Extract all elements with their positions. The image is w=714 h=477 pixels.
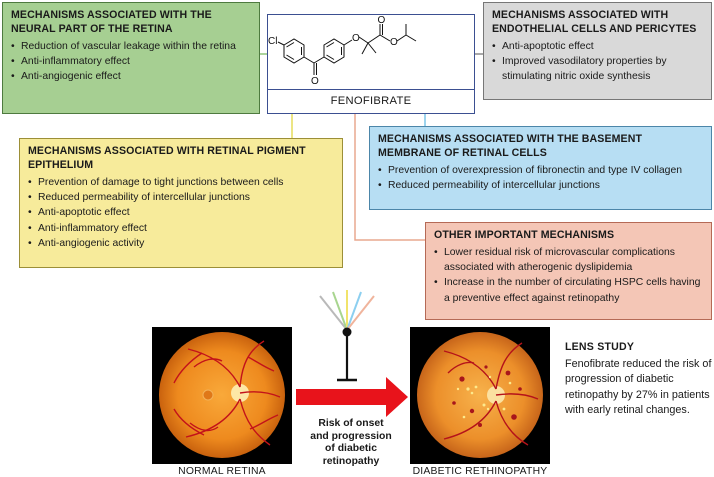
atom-o-ester-double: O: [378, 15, 386, 26]
inhibitor-node: [342, 327, 352, 337]
bullet-list: Anti-apoptotic effect Improved vasodilat…: [492, 39, 703, 85]
box-heading: MECHANISMS ASSOCIATED WITH THE BASEMENT …: [378, 133, 643, 159]
atom-cl: Cl: [268, 36, 277, 47]
bullet-list: Prevention of overexpression of fibronec…: [378, 163, 703, 194]
list-item: Anti-angiogenic activity: [28, 236, 334, 251]
risk-label: Risk of onset and progression of diabeti…: [310, 418, 392, 467]
list-item: Lower residual risk of microvascular com…: [434, 245, 703, 275]
box-basement-membrane: MECHANISMS ASSOCIATED WITH THE BASEMENT …: [369, 126, 712, 210]
diabetic-retina-image: [410, 327, 550, 464]
list-item: Anti-angiogenic effect: [11, 69, 251, 84]
diabetic-retina-caption: DIABETIC RETHINOPATHY: [412, 466, 548, 477]
list-item: Increase in the number of circulating HS…: [434, 275, 703, 305]
fenofibrate-label: FENOFIBRATE: [268, 89, 474, 113]
list-item: Improved vasodilatory properties by stim…: [492, 54, 703, 84]
list-item: Anti-apoptotic effect: [28, 205, 334, 220]
list-item: Prevention of damage to tight junctions …: [28, 175, 334, 190]
box-heading: MECHANISMS ASSOCIATED WITH THE NEURAL PA…: [11, 9, 212, 35]
list-item: Anti-inflammatory effect: [11, 54, 251, 69]
normal-retina-caption: NORMAL RETINA: [178, 466, 266, 477]
box-neural-retina: MECHANISMS ASSOCIATED WITH THE NEURAL PA…: [2, 2, 260, 114]
box-other-mechanisms: OTHER IMPORTANT MECHANISMS Lower residua…: [425, 222, 712, 320]
list-item: Reduction of vascular leakage within the…: [11, 39, 251, 54]
list-item: Anti-inflammatory effect: [28, 221, 334, 236]
lens-study-text: Fenofibrate reduced the risk of progress…: [565, 358, 712, 417]
normal-retina-image: [152, 327, 292, 464]
fenofibrate-structure: Cl O O O O: [268, 15, 417, 87]
bullet-list: Prevention of damage to tight junctions …: [28, 175, 334, 251]
box-heading: OTHER IMPORTANT MECHANISMS: [434, 229, 615, 241]
progression-arrow: [296, 377, 408, 417]
fenofibrate-structure-box: Cl O O O O FENOFIBRATE: [267, 14, 475, 114]
box-heading: MECHANISMS ASSOCIATED WITH ENDOTHELIAL C…: [492, 9, 697, 35]
list-item: Anti-apoptotic effect: [492, 39, 703, 54]
box-heading: MECHANISMS ASSOCIATED WITH RETINAL PIGME…: [28, 145, 306, 171]
box-retinal-pigment-epithelium: MECHANISMS ASSOCIATED WITH RETINAL PIGME…: [19, 138, 343, 268]
list-item: Reduced permeability of intercellular ju…: [378, 178, 703, 193]
atom-o-ether: O: [352, 33, 360, 44]
box-endothelial-pericytes: MECHANISMS ASSOCIATED WITH ENDOTHELIAL C…: [483, 2, 712, 100]
list-item: Reduced permeability of intercellular ju…: [28, 190, 334, 205]
bullet-list: Reduction of vascular leakage within the…: [11, 39, 251, 85]
atom-o-ester: O: [390, 37, 398, 48]
atom-o-carbonyl: O: [311, 76, 319, 87]
bullet-list: Lower residual risk of microvascular com…: [434, 245, 703, 306]
converging-lines: [319, 290, 375, 331]
lens-study-title: LENS STUDY: [565, 341, 635, 353]
list-item: Prevention of overexpression of fibronec…: [378, 163, 703, 178]
